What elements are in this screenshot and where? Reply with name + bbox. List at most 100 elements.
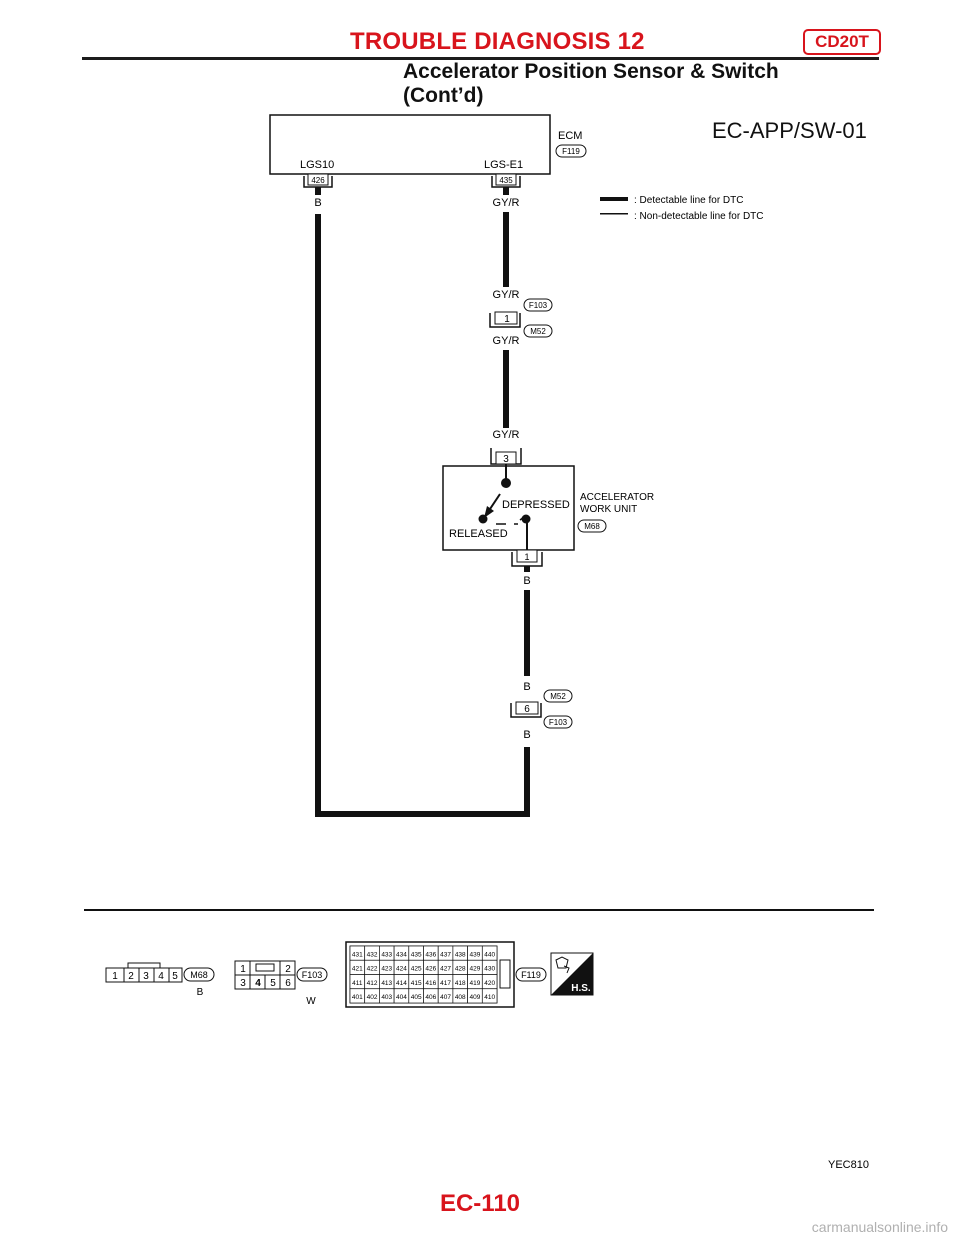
m68-pin-1: 1: [112, 971, 118, 982]
svg-text:3: 3: [503, 454, 509, 465]
f119-pin-cell: [481, 988, 498, 1004]
wire-label-b-unit: B: [523, 575, 530, 587]
f119-pin-430: 430: [484, 966, 495, 973]
svg-text:1: 1: [524, 552, 529, 562]
connector-hand-icon: [555, 956, 570, 974]
f119-pin-438: 438: [455, 951, 466, 958]
svg-text:M68: M68: [584, 522, 600, 531]
svg-text:F103: F103: [529, 301, 548, 310]
unit-label-line2: WORK UNIT: [580, 504, 637, 515]
f119-pin-434: 434: [396, 951, 407, 958]
f119-pin-414: 414: [396, 980, 407, 987]
wire-label-gyr-joint-bottom: GY/R: [493, 335, 520, 347]
joint-lower-tag-m52: M52: [543, 689, 573, 703]
wire-label-gyr-joint-top: GY/R: [493, 289, 520, 301]
f119-pin-427: 427: [440, 966, 451, 973]
wire-label-gyr-unit: GY/R: [493, 429, 520, 441]
f119-pin-409: 409: [470, 994, 481, 1001]
f119-pin-412: 412: [367, 980, 378, 987]
f119-pin-401: 401: [352, 994, 363, 1001]
svg-text:F119: F119: [562, 147, 580, 156]
f119-id: F119: [521, 970, 541, 980]
ecm-pin-426: 426: [303, 173, 333, 188]
ecm-pin-name-lgs10: LGS10: [300, 159, 334, 171]
m68-pin-5: 5: [172, 971, 178, 982]
watermark: carmanualsonline.info: [811, 1219, 948, 1235]
f119-pin-433: 433: [381, 951, 392, 958]
f103-pin-3: 3: [240, 978, 246, 989]
joint-upper-tag-m52: M52: [523, 324, 553, 338]
f119-pin-424: 424: [396, 966, 407, 973]
wire-label-b-ecm: B: [314, 197, 321, 209]
f119-pin-425: 425: [411, 966, 422, 973]
page-subtitle-cont: (Cont’d): [403, 84, 484, 107]
f119-pin-408: 408: [455, 994, 466, 1001]
wire-stub-b-unit: [524, 566, 530, 572]
wire-stub-gyr-top: [503, 187, 509, 195]
wire-stub-b-top: [315, 187, 321, 195]
section-title: TROUBLE DIAGNOSIS 12: [350, 28, 645, 55]
f119-pin-439: 439: [470, 951, 481, 958]
svg-text:1: 1: [504, 314, 510, 325]
ecm-connector-tag: F119: [555, 144, 587, 158]
f103-color: W: [306, 996, 316, 1007]
f119-pin-428: 428: [455, 966, 466, 973]
page-number: EC-110: [439, 1190, 521, 1217]
f119-pin-422: 422: [367, 966, 378, 973]
legend-detectable: : Detectable line for DTC: [634, 195, 744, 206]
f119-pin-436: 436: [425, 951, 436, 958]
switch-label-depressed: DEPRESSED: [502, 499, 570, 511]
f119-pin-435: 435: [411, 951, 422, 958]
switch-released-contact: [478, 514, 488, 524]
f119-pin-429: 429: [470, 966, 481, 973]
f119-pin-423: 423: [381, 966, 392, 973]
page-subtitle: Accelerator Position Sensor & Switch: [403, 60, 779, 83]
svg-text:M52: M52: [550, 692, 566, 701]
diagram-code: EC-APP/SW-01: [712, 118, 867, 143]
f119-pin-437: 437: [440, 951, 451, 958]
m68-pin-4: 4: [158, 971, 164, 982]
ecm-pin-name-lgse1: LGS-E1: [484, 159, 523, 171]
f119-pin-404: 404: [396, 994, 407, 1001]
connector-view-f103: 1 2 3 4 5 6 F103 W: [234, 960, 328, 1007]
svg-text:435: 435: [499, 176, 513, 185]
ecm-pin-435: 435: [491, 173, 521, 188]
connector-view-m68: 1 2 3 4 5 M68 B: [105, 962, 215, 998]
joint-upper-tag-f103: F103: [523, 298, 553, 312]
switch-depressed-contact: [521, 514, 531, 524]
f119-pin-405: 405: [411, 994, 422, 1001]
svg-text:M52: M52: [530, 327, 546, 336]
f103-pin-2: 2: [285, 964, 291, 975]
f119-pin-402: 402: [367, 994, 378, 1001]
f119-pin-415: 415: [411, 980, 422, 987]
f119-pin-416: 416: [425, 980, 436, 987]
wire-label-b-joint-top: B: [523, 681, 530, 693]
f103-pin-1: 1: [240, 964, 246, 975]
svg-text:426: 426: [311, 176, 325, 185]
figure-code: YEC810: [828, 1159, 869, 1171]
f103-pin-4: 4: [255, 978, 261, 989]
f119-pin-413: 413: [381, 980, 392, 987]
m68-color: B: [197, 987, 204, 998]
f103-id: F103: [302, 970, 323, 980]
f103-pin-6: 6: [285, 978, 291, 989]
header-rule: [82, 57, 879, 60]
legend-non-detectable: : Non-detectable line for DTC: [634, 211, 764, 222]
unit-label-line1: ACCELERATOR: [580, 492, 654, 503]
switch-common-contact: [501, 478, 511, 488]
switch-label-released: RELEASED: [449, 528, 508, 540]
unit-connector-tag-m68: M68: [577, 519, 607, 533]
svg-text:6: 6: [524, 704, 530, 715]
joint-upper-connector: 1: [489, 311, 521, 328]
m68-id: M68: [190, 970, 208, 980]
switch-arrow-icon: [484, 506, 494, 518]
ecm-box: [269, 114, 551, 175]
f119-pin-426: 426: [425, 966, 436, 973]
ecm-label: ECM: [558, 130, 582, 142]
f119-pin-421: 421: [352, 966, 363, 973]
switch-dashed-link: [496, 516, 525, 525]
f119-pin-420: 420: [484, 980, 495, 987]
